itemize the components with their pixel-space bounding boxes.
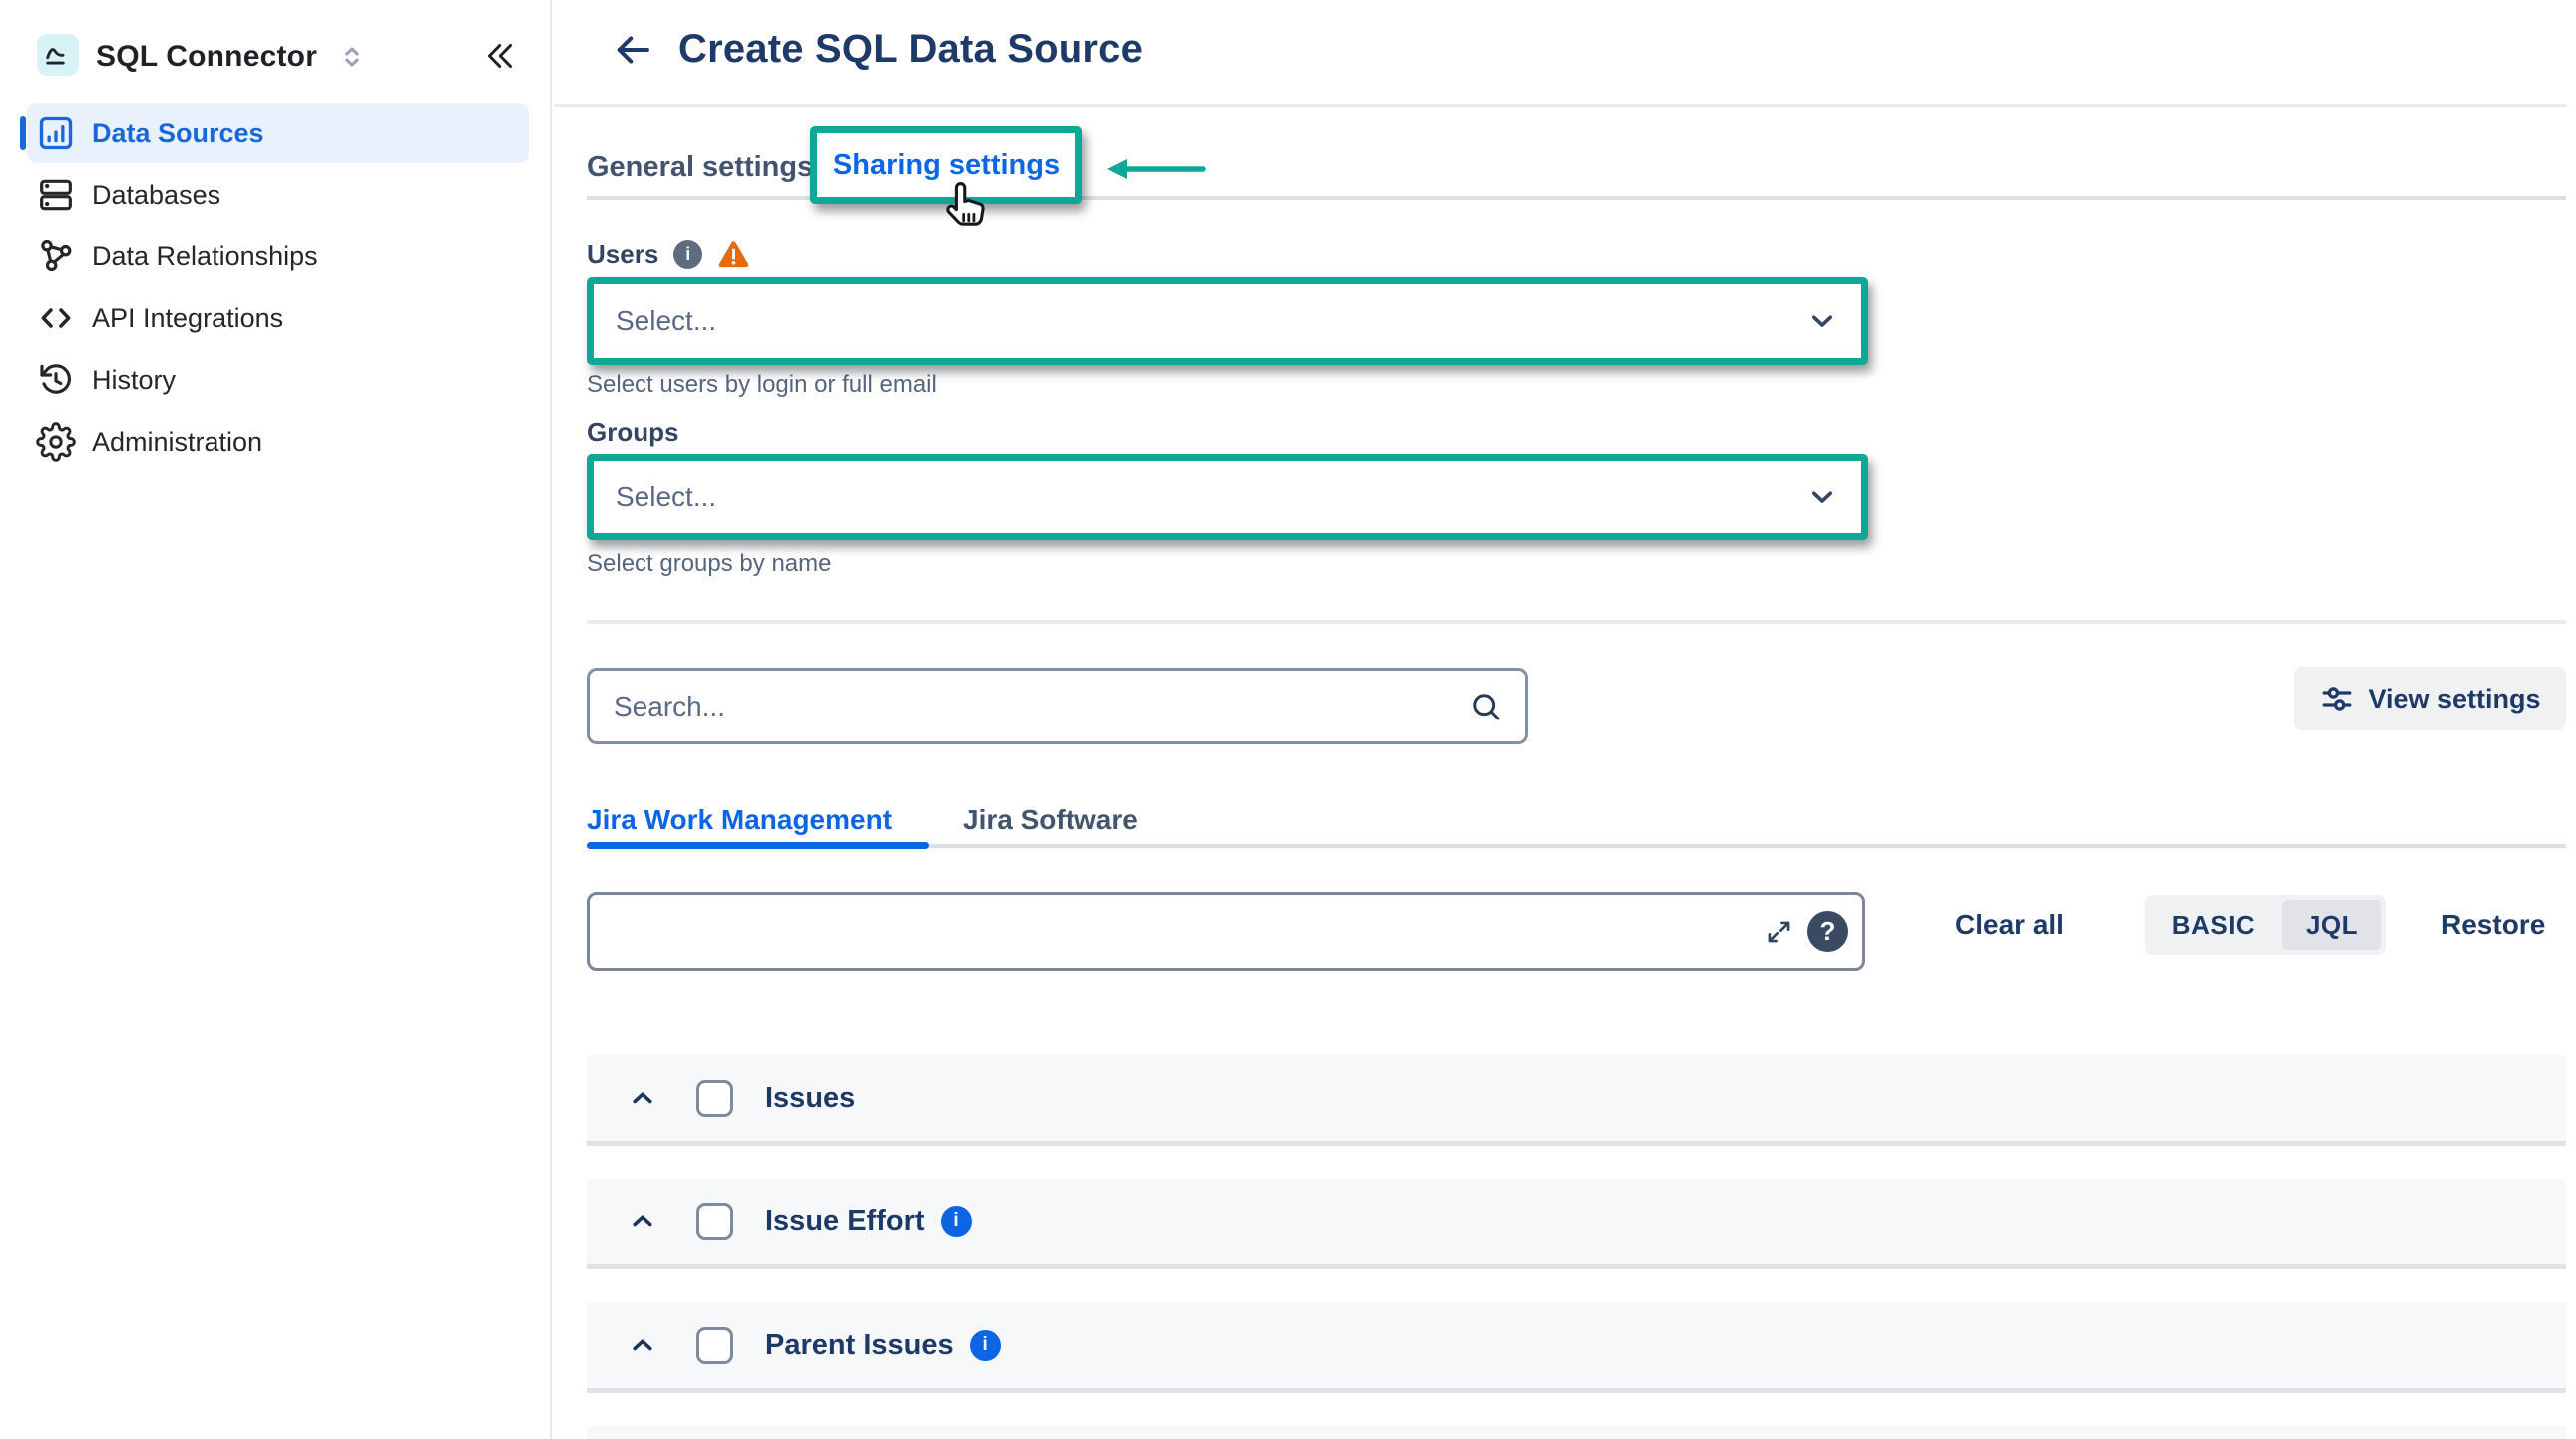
sidebar-item-label: Data Sources (92, 117, 264, 148)
sidebar-item-data-relationships[interactable]: Data Relationships (27, 227, 529, 286)
sidebar-item-databases[interactable]: Databases (27, 165, 529, 225)
users-select-placeholder: Select... (616, 305, 717, 336)
database-icon (40, 179, 72, 211)
chevron-down-icon (1811, 491, 1833, 503)
header-divider (554, 104, 2566, 107)
tab-general-settings[interactable]: General settings (587, 151, 814, 183)
groups-select[interactable]: Select... (587, 454, 1868, 540)
sliders-icon (2323, 687, 2352, 711)
section-row-partial (587, 1426, 2566, 1439)
expand-icon[interactable] (1763, 916, 1795, 948)
clear-all-button[interactable]: Clear all (1955, 909, 2064, 940)
view-settings-label: View settings (2368, 683, 2541, 714)
jql-input-icons: ? (1763, 895, 1848, 968)
sidebar-item-api-integrations[interactable]: API Integrations (27, 288, 529, 348)
issues-checkbox[interactable] (696, 1079, 733, 1117)
sidebar-item-administration[interactable]: Administration (27, 412, 529, 472)
section-label: Parent Issues (765, 1328, 954, 1361)
code-icon (41, 308, 71, 328)
page-title: Create SQL Data Source (678, 27, 1144, 71)
tabs-underline (587, 196, 2566, 200)
users-select[interactable]: Select... (587, 277, 1868, 365)
sidebar-item-data-sources[interactable]: Data Sources (20, 103, 529, 163)
issue-effort-checkbox[interactable] (696, 1202, 733, 1240)
chevron-down-icon (1811, 315, 1833, 327)
app-title: SQL Connector (96, 40, 318, 73)
section-divider (587, 620, 2566, 624)
sidebar-header: SQL Connector (0, 0, 552, 92)
users-label-row: Users i (587, 240, 750, 270)
mode-jql-button[interactable]: JQL (2282, 900, 2381, 950)
search-field (587, 668, 1528, 744)
tab-jira-work-management[interactable]: Jira Work Management (587, 804, 893, 835)
groups-label: Groups (587, 417, 679, 447)
chevron-up-icon[interactable] (627, 1205, 658, 1237)
groups-label-row: Groups (587, 417, 678, 448)
chart-wave-icon (46, 48, 65, 65)
section-label: Issues (765, 1081, 856, 1114)
product-tab-active-underline (587, 842, 929, 849)
back-button[interactable] (612, 29, 653, 71)
info-icon[interactable]: i (940, 1205, 972, 1237)
info-icon[interactable]: i (673, 240, 703, 269)
annotation-highlight-box: Sharing settings (810, 126, 1082, 204)
tab-jira-software[interactable]: Jira Software (963, 804, 1138, 835)
sidebar-item-history[interactable]: History (27, 350, 529, 410)
query-mode-toggle: BASIC JQL (2145, 895, 2386, 955)
gear-icon (36, 422, 76, 462)
search-input[interactable] (612, 689, 1468, 723)
restore-button[interactable]: Restore (2441, 909, 2546, 940)
chevron-up-icon[interactable] (627, 1329, 658, 1361)
mode-basic-button[interactable]: BASIC (2171, 909, 2256, 940)
view-settings-button[interactable]: View settings (2294, 667, 2566, 730)
parent-issues-checkbox[interactable] (696, 1326, 733, 1364)
users-helper-text: Select users by login or full email (587, 371, 937, 398)
search-icon (1473, 693, 1500, 720)
hand-cursor-icon (937, 178, 995, 240)
info-icon[interactable]: i (969, 1329, 1001, 1361)
users-label: Users (587, 240, 659, 269)
collapse-sidebar-button[interactable] (482, 38, 518, 74)
product-tabs-track (587, 844, 2566, 848)
section-row-issues: Issues (587, 1055, 2566, 1146)
sidebar-item-label: Databases (92, 179, 221, 210)
app-logo (37, 34, 79, 76)
sidebar-item-label: Administration (92, 426, 263, 457)
app-switcher-icon[interactable] (337, 42, 367, 72)
jql-input[interactable]: ? (587, 892, 1865, 971)
section-label: Issue Effort (765, 1204, 925, 1237)
main-content: Create SQL Data Source General settings … (554, 0, 2576, 1439)
sidebar: SQL Connector Data Sources (0, 0, 552, 1439)
chevron-up-icon[interactable] (627, 1082, 658, 1114)
warning-icon (719, 240, 749, 267)
relationships-icon (41, 240, 72, 272)
annotation-arrow-icon (1103, 156, 1207, 182)
section-row-issue-effort: Issue Effort i (587, 1179, 2566, 1269)
groups-select-placeholder: Select... (616, 481, 717, 512)
section-row-parent-issues: Parent Issues i (587, 1302, 2566, 1393)
active-indicator (20, 116, 26, 150)
sidebar-item-label: History (92, 364, 177, 395)
sidebar-item-label: Data Relationships (92, 240, 318, 271)
sidebar-item-label: API Integrations (92, 302, 284, 333)
tab-sharing-settings[interactable]: Sharing settings (832, 148, 1061, 181)
help-icon[interactable]: ? (1807, 911, 1848, 952)
history-icon (40, 364, 71, 394)
bar-chart-icon (39, 116, 73, 150)
sidebar-nav: Data Sources Databases Data Relationship… (0, 101, 552, 474)
groups-helper-text: Select groups by name (587, 550, 832, 577)
